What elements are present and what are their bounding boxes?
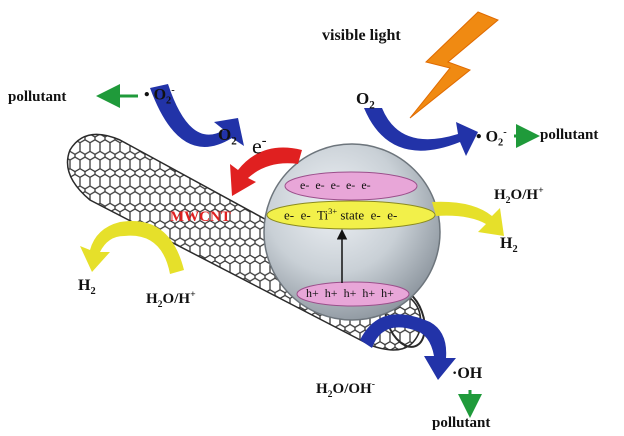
label-o2-right: O2 [356,89,375,112]
ti3-state-band [266,200,436,230]
label-pollutant-right: pollutant [540,127,599,143]
ti3-state-label: e- e- Ti3+ state e- e- [284,206,398,223]
label-hydroxyl: ·OH [452,365,483,382]
label-mwcnt: MWCNT [170,209,231,225]
label-visible-light: visible light [322,27,401,44]
cb-e-1: e- [300,178,310,192]
vb-h-3: h+ [343,286,357,300]
ti-e-3: e- [370,207,381,223]
label-o2-left: O2 [218,125,237,148]
ti-e-1: e- [284,207,295,223]
label-electron: e- [252,133,267,159]
yellow-arrow-right [432,201,504,236]
label-superoxide-left: • O2- [144,85,175,107]
ti-e-2: e- [300,207,311,223]
cb-e-3: e- [330,178,340,192]
vb-h-4: h+ [362,286,376,300]
label-h2o-h-right: H2O/H+ [494,185,544,206]
label-h2o-oh: H2O/OH- [316,379,375,400]
vb-h-5: h+ [381,286,394,300]
label-h2-left: H2 [78,277,96,298]
label-superoxide-right: • O2- [476,127,507,149]
red-arrow [230,147,302,196]
label-pollutant-left: pollutant [8,89,67,105]
label-pollutant-bottom: pollutant [432,415,491,431]
blue-arrow-bottom [360,314,456,380]
blue-arrow-left [150,84,244,147]
lightning-icon [409,11,499,119]
valence-band-holes: h+ h+ h+ h+ h+ [306,287,394,299]
cb-e-4: e- [345,178,356,192]
vb-h-2: h+ [324,286,338,300]
ti-e-4: e- [387,207,398,223]
conduction-band [284,171,418,201]
tio2-sphere [263,143,441,321]
vb-h-1: h+ [306,286,319,300]
cb-e-5: e- [361,178,371,192]
label-h2o-h-left: H2O/H+ [146,289,196,310]
blue-arrow-top-right [364,108,478,156]
conduction-band-electrons: e- e- e- e- e- [300,179,371,191]
valence-band [296,281,410,307]
label-h2-right: H2 [500,235,518,256]
yellow-arrow-left [80,221,184,274]
cb-e-2: e- [315,178,325,192]
